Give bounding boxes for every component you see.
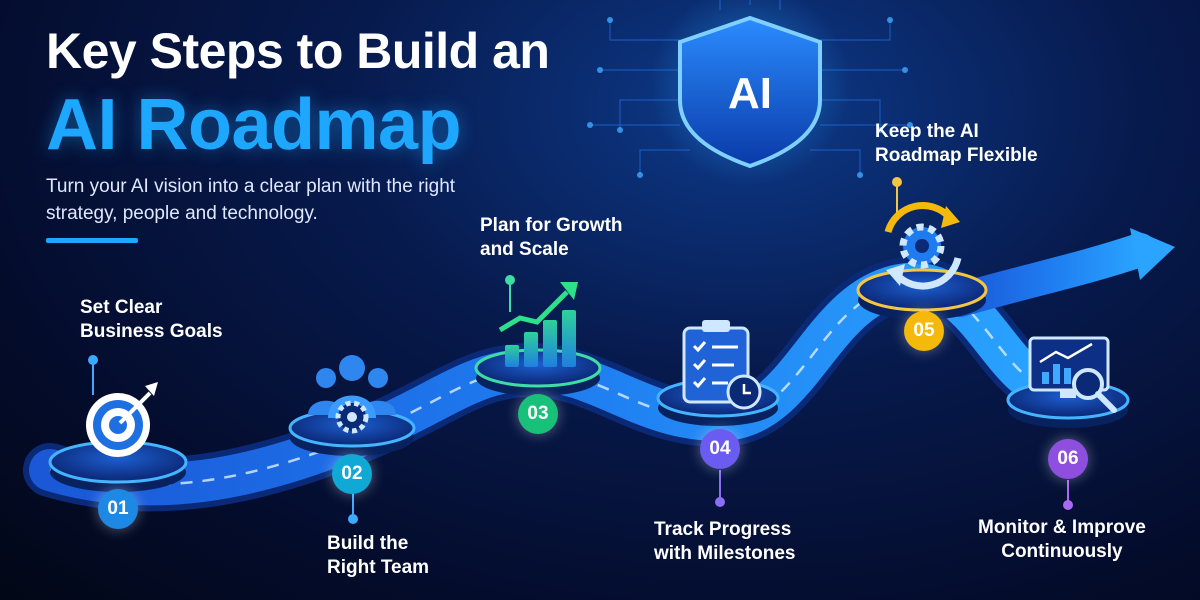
step-5-label-line-1: Keep the AI	[875, 121, 979, 142]
step-2-label-line-1: Build the	[327, 533, 409, 554]
step-6-number: 06	[1048, 439, 1088, 479]
step-2-label-line-2: Right Team	[327, 557, 430, 578]
circuit-nodes	[587, 17, 913, 178]
page-title-highlight: AI Roadmap	[46, 85, 462, 165]
ai-shield-icon: AI	[650, 0, 850, 185]
pedestal-1	[48, 440, 188, 492]
step-3-label-line-2: and Scale	[480, 239, 569, 260]
cycle-gear-icon	[884, 202, 962, 290]
step-3-number: 03	[518, 394, 558, 434]
step-3-label-line-1: Plan for Growth	[480, 215, 623, 236]
step-6-label-line-1: Monitor & Improve	[978, 517, 1146, 538]
step-2-number: 02	[332, 454, 372, 494]
pedestal-5	[856, 268, 988, 320]
step-4-label: Track Progress with Milestones	[654, 518, 795, 566]
ai-shield-text: AI	[728, 69, 772, 118]
growth-chart-icon	[498, 282, 578, 367]
step-6-label: Monitor & Improve Continuously	[978, 516, 1146, 564]
step-4-label-line-1: Track Progress	[654, 519, 792, 540]
step-2-label: Build the Right Team	[327, 532, 429, 580]
step-4-label-line-2: with Milestones	[654, 543, 796, 564]
page-title: Key Steps to Build an	[46, 23, 550, 79]
step-5-number: 05	[904, 311, 944, 351]
road	[23, 228, 1175, 512]
step-6-label-line-2: Continuously	[1001, 541, 1123, 562]
team-gear-icon	[308, 355, 396, 434]
target-icon	[86, 382, 158, 457]
connectors	[88, 177, 1073, 524]
step-3-label: Plan for Growth and Scale	[480, 214, 623, 262]
step-4-number: 04	[700, 429, 740, 469]
monitor-magnifier-icon	[1028, 336, 1117, 413]
step-1-number: 01	[98, 489, 138, 529]
page-subtitle: Turn your AI vision into a clear plan wi…	[46, 176, 456, 224]
step-1-label: Set Clear Business Goals	[80, 296, 223, 344]
clipboard-checklist-icon	[682, 320, 762, 410]
road-arrow-head	[1130, 228, 1175, 280]
accent-underline	[46, 238, 138, 243]
step-1-label-line-2: Business Goals	[80, 321, 223, 342]
step-1-label-line-1: Set Clear	[80, 297, 163, 318]
step-5-label-line-2: Roadmap Flexible	[875, 145, 1038, 166]
step-5-label: Keep the AI Roadmap Flexible	[875, 120, 1038, 168]
